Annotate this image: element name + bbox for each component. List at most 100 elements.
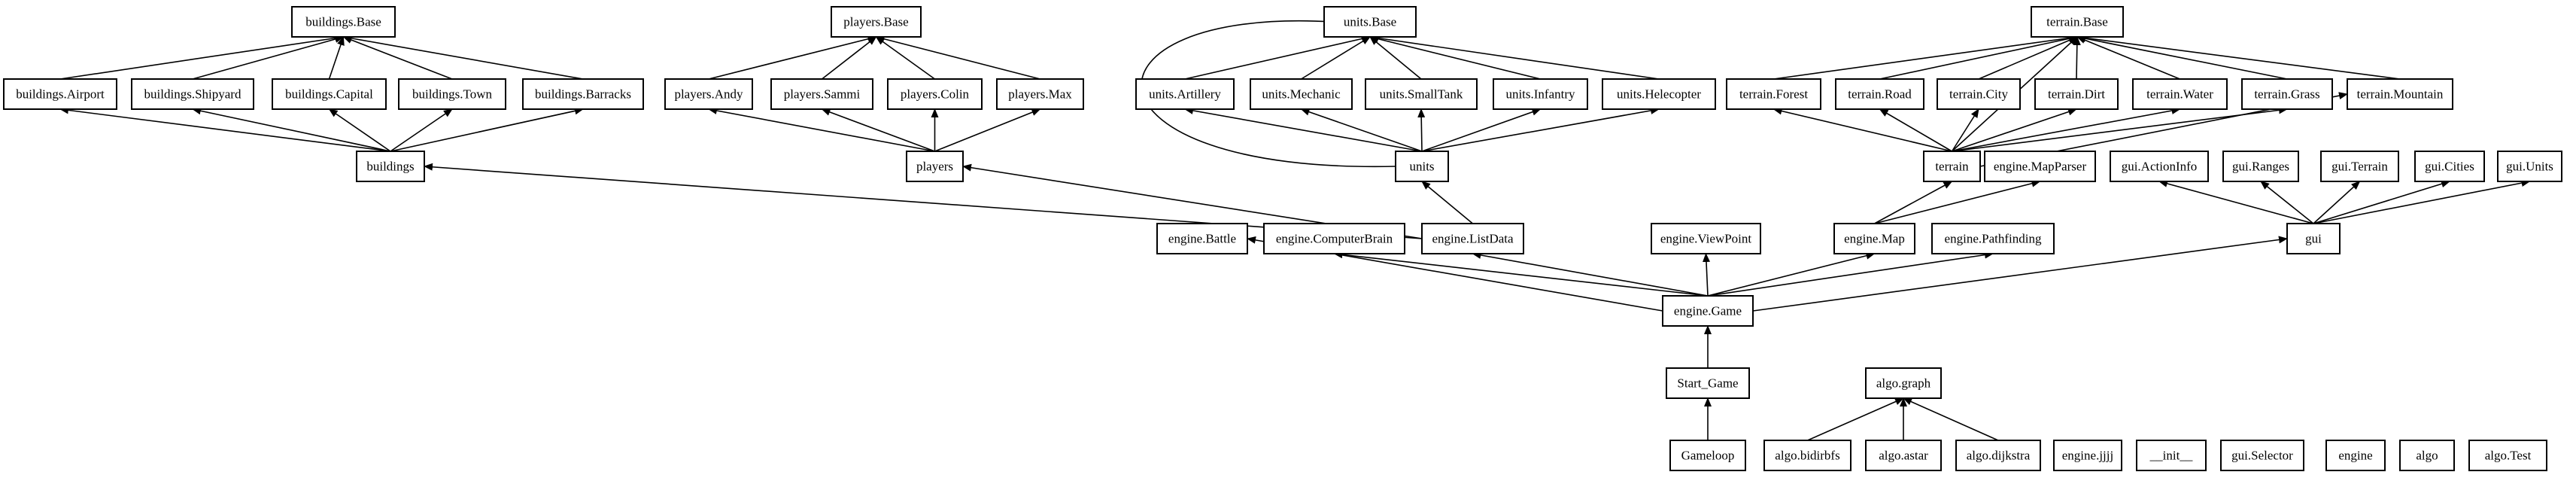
- node-box: [131, 78, 254, 110]
- edge-terrain-dirt-to-terrain-base: [2073, 36, 2081, 80]
- node-label: terrain.Grass: [2254, 87, 2319, 102]
- node-box: [1937, 78, 2021, 110]
- node-label: units.Artillery: [1149, 87, 1221, 102]
- node-box: [996, 78, 1084, 110]
- node-players-base: players.Base: [831, 6, 922, 38]
- node-engine-battle: engine.Battle: [1156, 223, 1248, 254]
- node-label: algo.bidirbfs: [1775, 449, 1839, 463]
- node-engine-viewpoint: engine.ViewPoint: [1651, 223, 1761, 254]
- node-units-artillery: units.Artillery: [1135, 78, 1235, 110]
- edge-players-andy-to-players-base: [708, 35, 877, 80]
- edge-gui-to-gui-terrain: [2313, 181, 2361, 224]
- edge-engine-map-to-engine-mapparser: [1874, 179, 2041, 224]
- node-engine: engine: [2325, 440, 2386, 471]
- node-label: engine.ViewPoint: [1660, 232, 1752, 246]
- node-label: __init__: [2149, 449, 2193, 463]
- node-terrain-road: terrain.Road: [1835, 78, 1924, 110]
- node-box: [356, 151, 425, 182]
- node-terrain-grass: terrain.Grass: [2241, 78, 2333, 110]
- node-label: Start_Game: [1677, 376, 1738, 391]
- edge-engine-listdata-to-buildings: [424, 163, 1423, 239]
- node-terrain-forest: terrain.Forest: [1726, 78, 1821, 110]
- node-engine-map: engine.Map: [1833, 223, 1915, 254]
- edge-terrain-to-terrain-road: [1879, 108, 1952, 152]
- edge-buildings-to-buildings-capital: [328, 108, 391, 152]
- node-label: gui.Selector: [2231, 449, 2293, 463]
- node-label: players: [916, 160, 953, 174]
- node-gui-units: gui.Units: [2497, 151, 2562, 182]
- edge-engine-game-to-engine-listdata: [1472, 251, 1709, 297]
- node-players-max: players.Max: [996, 78, 1084, 110]
- edge-players-to-players-andy: [708, 107, 935, 152]
- node-label: algo: [2416, 449, 2438, 463]
- node-label: terrain.Mountain: [2357, 87, 2444, 102]
- node-box: [2110, 151, 2209, 182]
- node-label: engine.Game: [1674, 304, 1742, 318]
- node-label: units.Infantry: [1505, 87, 1575, 102]
- node-gui-ranges: gui.Ranges: [2222, 151, 2299, 182]
- node-units-helecopter: units.Helecopter: [1602, 78, 1716, 110]
- node-box: [2325, 440, 2386, 471]
- node-label: players.Base: [843, 15, 908, 29]
- node-box: [1984, 151, 2096, 182]
- node-box: [2399, 440, 2455, 471]
- edge-terrain-forest-to-terrain-base: [1773, 34, 2078, 80]
- node-label: units.Helecopter: [1617, 87, 1701, 102]
- node-label: algo.Test: [2485, 449, 2532, 463]
- edge-terrain-to-terrain-forest: [1773, 107, 1952, 152]
- node-box: [1365, 78, 1478, 110]
- node-label: engine.ComputerBrain: [1276, 232, 1393, 246]
- node-box: [2222, 151, 2299, 182]
- node-box: [1602, 78, 1716, 110]
- node-terrain-mountain: terrain.Mountain: [2347, 78, 2453, 110]
- node-label: engine: [2338, 449, 2372, 463]
- node-box: [1835, 78, 1924, 110]
- node-engine-jjjj: engine.jjjj: [2053, 440, 2122, 471]
- edge-algo-bidirbfs-to-algo-graph: [1807, 397, 1904, 441]
- node-label: algo.dijkstra: [1967, 449, 2031, 463]
- node-algo-dijkstra: algo.dijkstra: [1955, 440, 2041, 471]
- node-box: [1421, 223, 1524, 254]
- node-label: players.Sammi: [784, 87, 861, 102]
- node-box: [1931, 223, 2055, 254]
- node-buildings-town: buildings.Town: [398, 78, 506, 110]
- node-box: [2132, 78, 2228, 110]
- node-terrain-water: terrain.Water: [2132, 78, 2228, 110]
- edge-buildings-town-to-buildings-base: [342, 36, 453, 80]
- edge-terrain-road-to-terrain-base: [1879, 35, 2078, 80]
- edge-players-max-to-players-base: [875, 35, 1040, 80]
- node-box: [1263, 223, 1405, 254]
- node-box: [1250, 78, 1353, 110]
- node-label: terrain.Water: [2146, 87, 2213, 102]
- node-box: [2286, 223, 2341, 254]
- node-players-andy: players.Andy: [664, 78, 753, 110]
- node-init: __init__: [2136, 440, 2207, 471]
- node-units: units: [1395, 151, 1449, 182]
- node-label: Gameloop: [1681, 449, 1735, 463]
- edge-engine-game-to-gui: [1752, 236, 2288, 312]
- edge-terrain-mountain-to-terrain-base: [2076, 34, 2401, 80]
- node-box: [1666, 367, 1750, 399]
- node-label: buildings.Shipyard: [144, 87, 242, 102]
- edge-units-to-units-helecopter: [1421, 107, 1660, 152]
- node-box: [291, 6, 396, 38]
- node-box: [1662, 295, 1754, 327]
- node-label: buildings.Town: [412, 87, 493, 102]
- node-label: units.SmallTank: [1380, 87, 1463, 102]
- edge-buildings-to-buildings-barracks: [390, 107, 584, 152]
- node-engine-mapparser: engine.MapParser: [1984, 151, 2096, 182]
- node-box: [398, 78, 506, 110]
- edge-terrain-city-to-terrain-base: [1978, 36, 2078, 80]
- node-gui-cities: gui.Cities: [2414, 151, 2485, 182]
- node-box: [1493, 78, 1588, 110]
- node-label: buildings.Base: [305, 15, 381, 29]
- edge-players-to-players-max: [934, 108, 1041, 152]
- edge-units-smalltank-to-units-base: [1369, 36, 1422, 80]
- edge-buildings-to-buildings-shipyard: [192, 107, 391, 152]
- node-label: units.Base: [1344, 15, 1396, 29]
- node-label: gui.Units: [2506, 160, 2553, 174]
- node-box: [1865, 440, 1942, 471]
- edge-terrain-to-terrain-city: [1951, 108, 1979, 152]
- node-algo-bidirbfs: algo.bidirbfs: [1763, 440, 1852, 471]
